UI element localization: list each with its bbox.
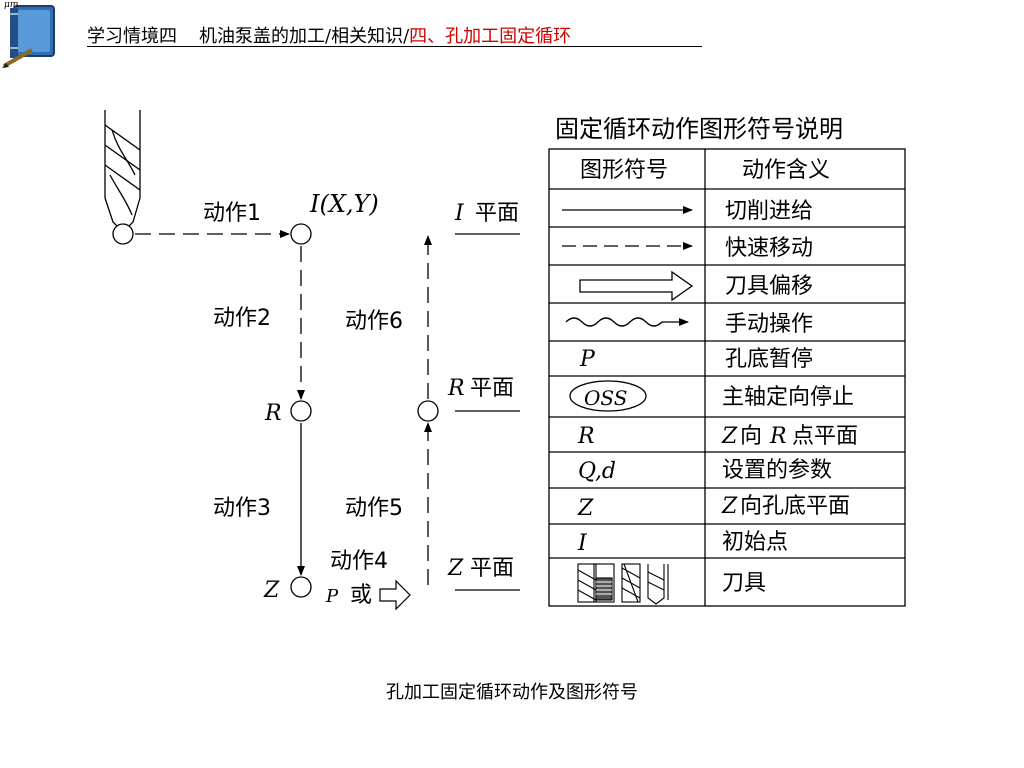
legend-meaning-7-tail: 点平面 xyxy=(792,424,858,449)
drill-bit-icon xyxy=(104,110,141,233)
point-r xyxy=(290,400,312,422)
title-path: 机油泵盖的加工/相关知识/ xyxy=(199,26,410,47)
legend-meaning-11: 刀具 xyxy=(722,571,766,596)
legend-meaning-1: 切削进给 xyxy=(725,199,813,224)
legend-meaning-7-letter2: R xyxy=(769,424,787,449)
point-z xyxy=(290,576,312,598)
point-r-label: R xyxy=(264,401,282,426)
legend-symbol-qd: Q,d xyxy=(578,459,616,484)
action3-label: 动作3 xyxy=(213,496,271,521)
legend-table xyxy=(548,148,906,607)
legend-meaning-6: 主轴定向停止 xyxy=(722,385,854,410)
legend-meaning-2: 快速移动 xyxy=(725,236,813,261)
point-i xyxy=(290,223,312,245)
title-underline xyxy=(87,46,702,47)
title-main: 学习情境四 xyxy=(87,26,177,47)
initial-drill-point xyxy=(112,223,134,245)
plane-z-letter: Z xyxy=(447,556,464,581)
plane-i-word: 平面 xyxy=(475,201,519,226)
action5-label: 动作5 xyxy=(345,496,403,521)
drill-tool-icon xyxy=(577,563,597,603)
plane-r-word: 平面 xyxy=(470,376,514,401)
legend-meaning-7-letter: Z xyxy=(721,424,738,449)
plane-r-letter: R xyxy=(447,376,465,401)
plane-z-word: 平面 xyxy=(470,556,514,581)
legend-symbol-r: R xyxy=(577,424,595,449)
book-logo-icon xyxy=(2,5,55,68)
hollow-arrow-icon xyxy=(579,270,694,302)
plane-i-letter: I xyxy=(454,201,465,226)
oss-ellipse-icon xyxy=(569,380,647,412)
point-z-label: Z xyxy=(263,578,280,603)
legend-header-symbol: 图形符号 xyxy=(580,158,668,183)
wavy-arrow-icon xyxy=(565,317,689,327)
legend-meaning-10: 初始点 xyxy=(722,530,788,555)
or-label: 或 xyxy=(350,583,372,608)
point-i-label: I(X,Y) xyxy=(309,190,379,218)
legend-meaning-8: 设置的参数 xyxy=(722,458,832,483)
action6-label: 动作6 xyxy=(345,309,403,334)
action4-label: 动作4 xyxy=(330,549,388,574)
legend-symbol-i: I xyxy=(577,531,588,556)
unit-mark: μm xyxy=(4,0,19,10)
figure-caption: 孔加工固定循环动作及图形符号 xyxy=(386,682,638,703)
legend-meaning-5: 孔底暂停 xyxy=(725,347,813,372)
page-title: 学习情境四 机油泵盖的加工/相关知识/四、孔加工固定循环 xyxy=(87,22,571,48)
legend-symbol-p: P xyxy=(579,347,596,372)
legend-symbol-z: Z xyxy=(577,496,594,521)
legend-meaning-4: 手动操作 xyxy=(725,312,813,337)
return-point-r xyxy=(417,400,439,422)
action2-label: 动作2 xyxy=(213,306,271,331)
legend-header-meaning: 动作含义 xyxy=(742,158,830,183)
title-current: 四、孔加工固定循环 xyxy=(409,26,572,47)
dwell-p-label: P xyxy=(325,586,339,607)
boring-tool-icon xyxy=(647,564,669,605)
legend-meaning-9-letter: Z xyxy=(721,494,738,519)
legend-symbol-oss: OSS xyxy=(584,386,627,410)
action1-label: 动作1 xyxy=(203,201,261,226)
legend-meaning-7-dir: 向 xyxy=(740,424,762,449)
legend-meaning-3: 刀具偏移 xyxy=(725,274,813,299)
tool-offset-arrow-icon xyxy=(379,579,411,611)
reamer-tool-icon xyxy=(621,563,641,603)
tool-icons xyxy=(577,563,669,605)
tap-tool-icon xyxy=(593,563,615,603)
legend-meaning-9-tail: 向孔底平面 xyxy=(740,494,850,519)
legend-title: 固定循环动作图形符号说明 xyxy=(555,115,843,143)
